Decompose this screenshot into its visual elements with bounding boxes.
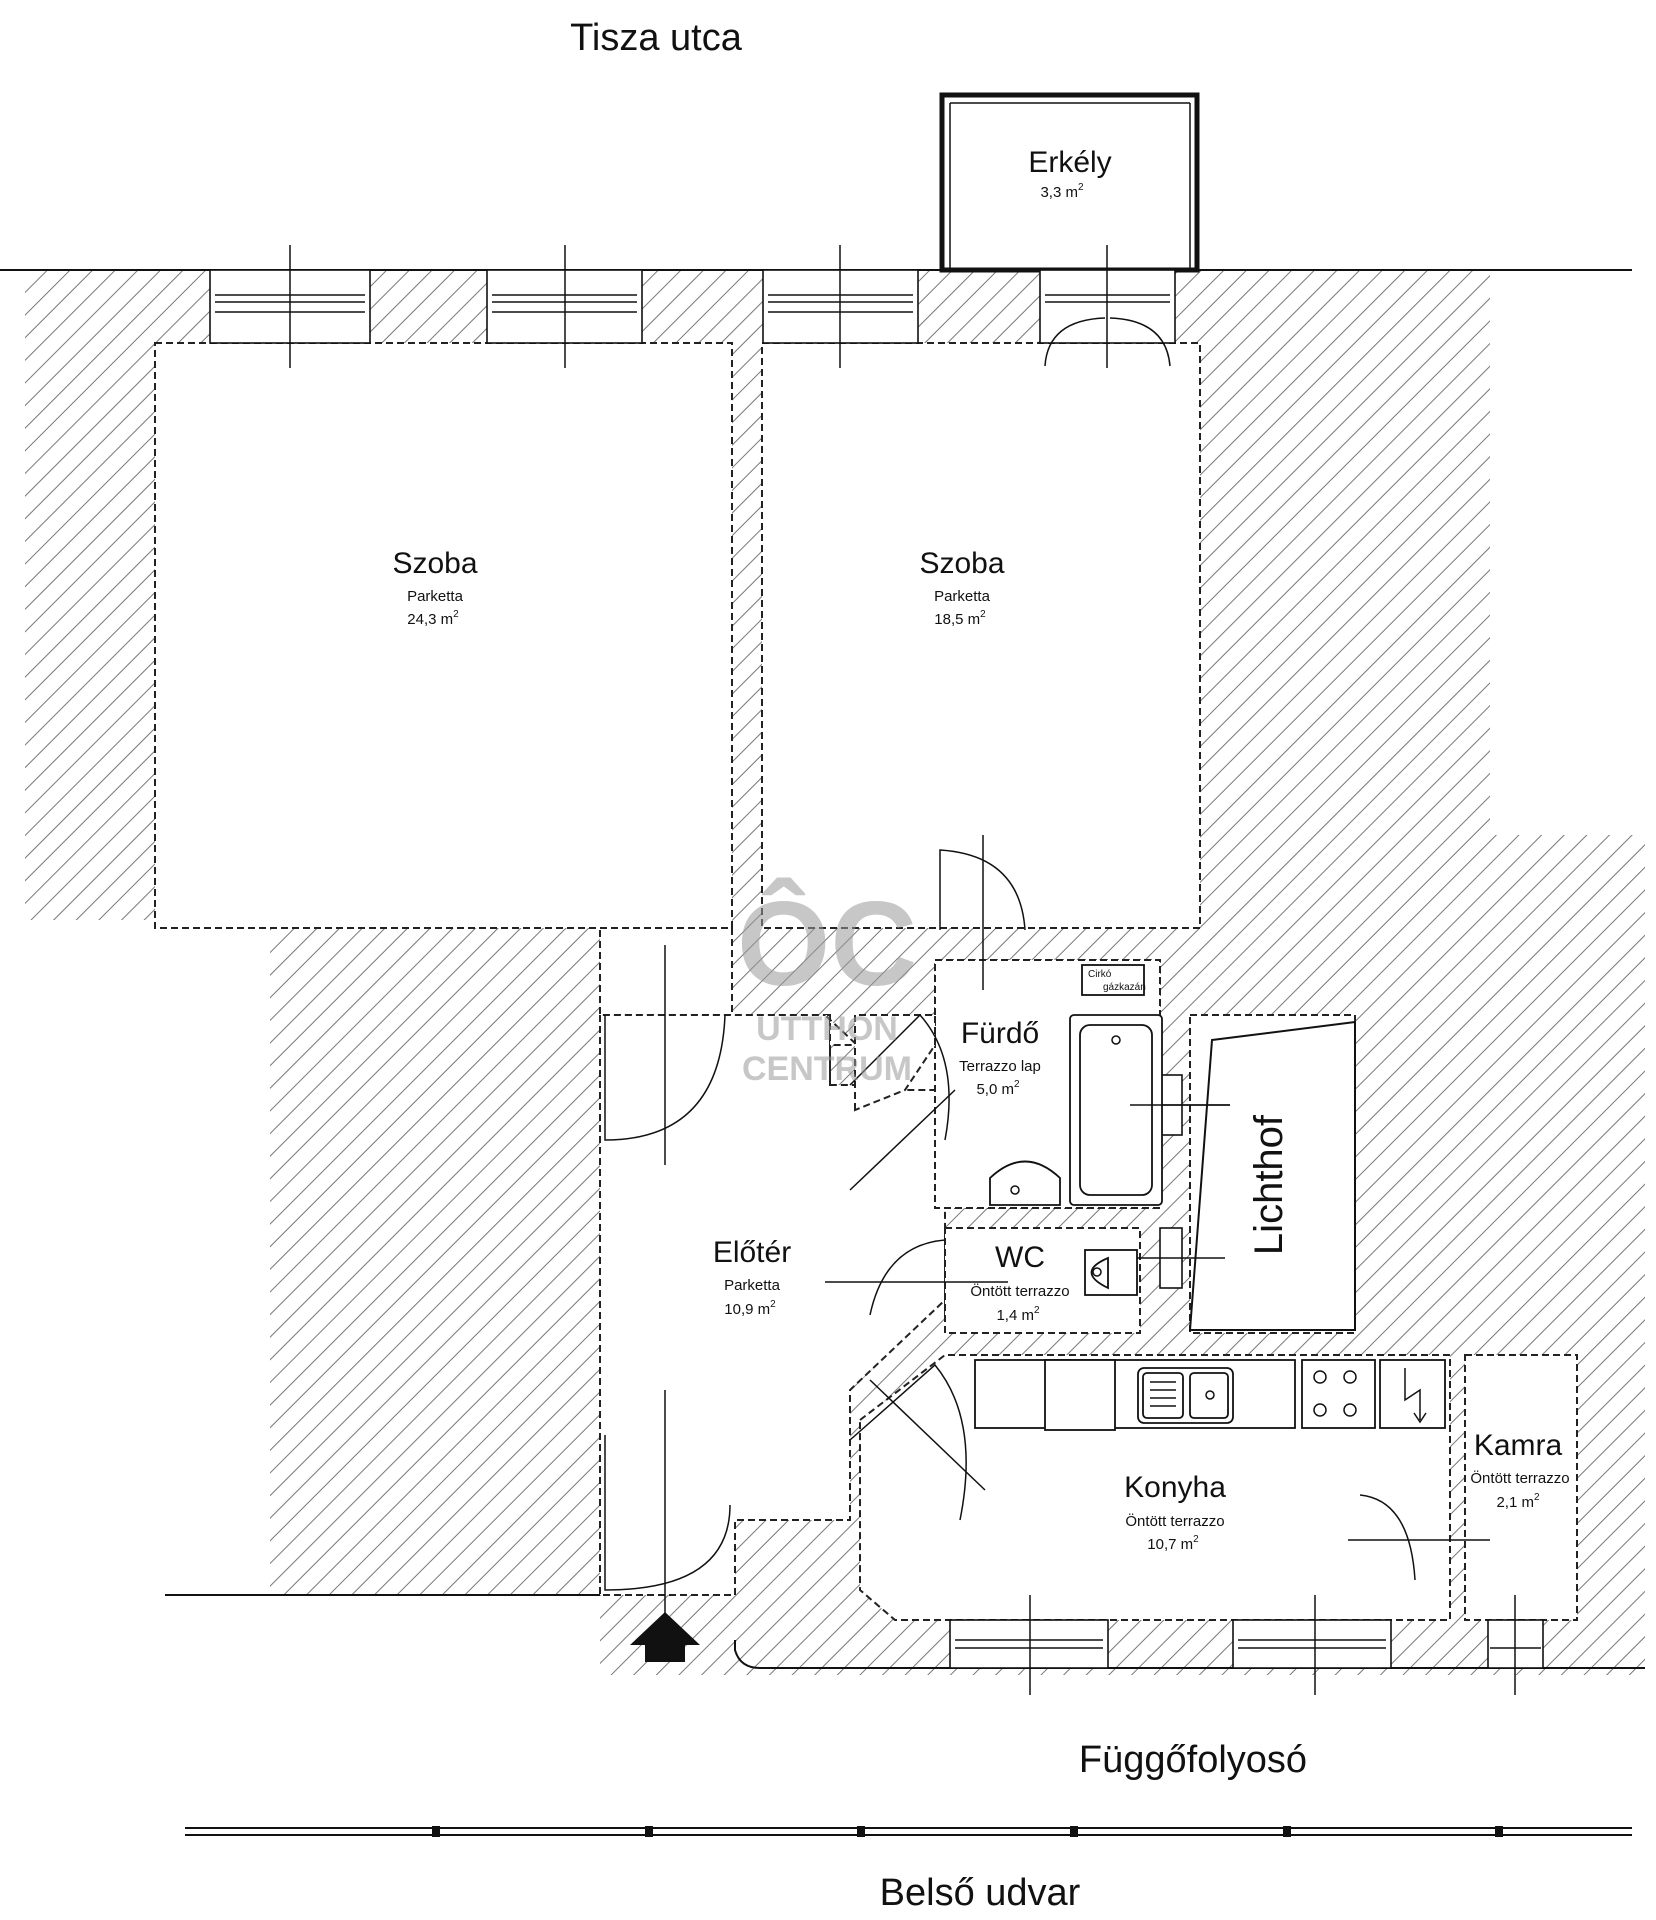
watermark: ÔC UTTHON CENTRUM xyxy=(737,876,917,1088)
room-name-szoba-2: Szoba xyxy=(919,547,1004,580)
gallery-label: Függőfolyosó xyxy=(1079,1739,1307,1781)
room-name-szoba-1: Szoba xyxy=(392,547,477,580)
gallery-wall-line-right xyxy=(734,1640,1645,1669)
watermark-line1: UTTHON xyxy=(756,1010,898,1048)
courtyard-label: Belső udvar xyxy=(880,1872,1081,1914)
room-name-eloter: Előtér xyxy=(713,1236,791,1269)
room-szoba-2 xyxy=(761,342,1201,929)
boiler-label-1: Cirkó xyxy=(1088,969,1112,980)
balcony: Erkély 3,3 m2 xyxy=(939,92,1200,273)
room-szoba-1 xyxy=(154,342,733,929)
room-kamra xyxy=(1464,1354,1578,1621)
gallery-railing xyxy=(185,1826,1632,1837)
room-floor-szoba-1: Parketta xyxy=(407,588,464,605)
room-area-kamra: 2,1 m2 xyxy=(1496,1492,1540,1511)
room-area-furdo: 5,0 m2 xyxy=(976,1079,1020,1098)
windows-top xyxy=(209,245,1176,368)
room-area-wc: 1,4 m2 xyxy=(996,1305,1040,1324)
boiler-label-2: gázkazán xyxy=(1103,982,1146,993)
room-floor-konyha: Öntött terrazzo xyxy=(1125,1512,1224,1530)
room-name-kamra: Kamra xyxy=(1474,1429,1563,1462)
entrance-arrow-icon xyxy=(630,1612,700,1662)
doors xyxy=(604,835,1490,1640)
watermark-line2: CENTRUM xyxy=(742,1050,912,1088)
corridor-link xyxy=(599,927,733,1016)
room-lichthof xyxy=(1189,1014,1356,1334)
room-floor-wc: Öntött terrazzo xyxy=(970,1282,1069,1300)
bathroom-fixtures: Cirkó gázkazán xyxy=(989,964,1230,1296)
room-area-erkely: 3,3 m2 xyxy=(1040,182,1084,201)
kitchen-fixtures xyxy=(974,1359,1446,1431)
room-floor-szoba-2: Parketta xyxy=(934,588,991,605)
street-label-top: Tisza utca xyxy=(570,17,743,59)
room-floor-kamra: Öntött terrazzo xyxy=(1470,1469,1569,1487)
svg-text:ÔC: ÔC xyxy=(737,876,917,1011)
room-area-szoba-1: 24,3 m2 xyxy=(407,609,459,628)
room-area-szoba-2: 18,5 m2 xyxy=(934,609,986,628)
room-area-eloter: 10,9 m2 xyxy=(724,1299,776,1318)
room-area-konyha: 10,7 m2 xyxy=(1147,1534,1199,1553)
room-name-lichthof: Lichthof xyxy=(1247,1114,1291,1255)
room-floor-furdo: Terrazzo lap xyxy=(959,1058,1041,1075)
room-floor-eloter: Parketta xyxy=(724,1277,781,1294)
windows-bottom xyxy=(949,1595,1544,1695)
room-name-furdo: Fürdő xyxy=(961,1017,1039,1050)
room-name-wc: WC xyxy=(995,1241,1045,1274)
room-name-erkely: Erkély xyxy=(1028,146,1111,179)
lichthof-shape xyxy=(1188,1020,1356,1331)
furdo-entry xyxy=(854,1014,936,1112)
room-name-konyha: Konyha xyxy=(1124,1471,1226,1504)
